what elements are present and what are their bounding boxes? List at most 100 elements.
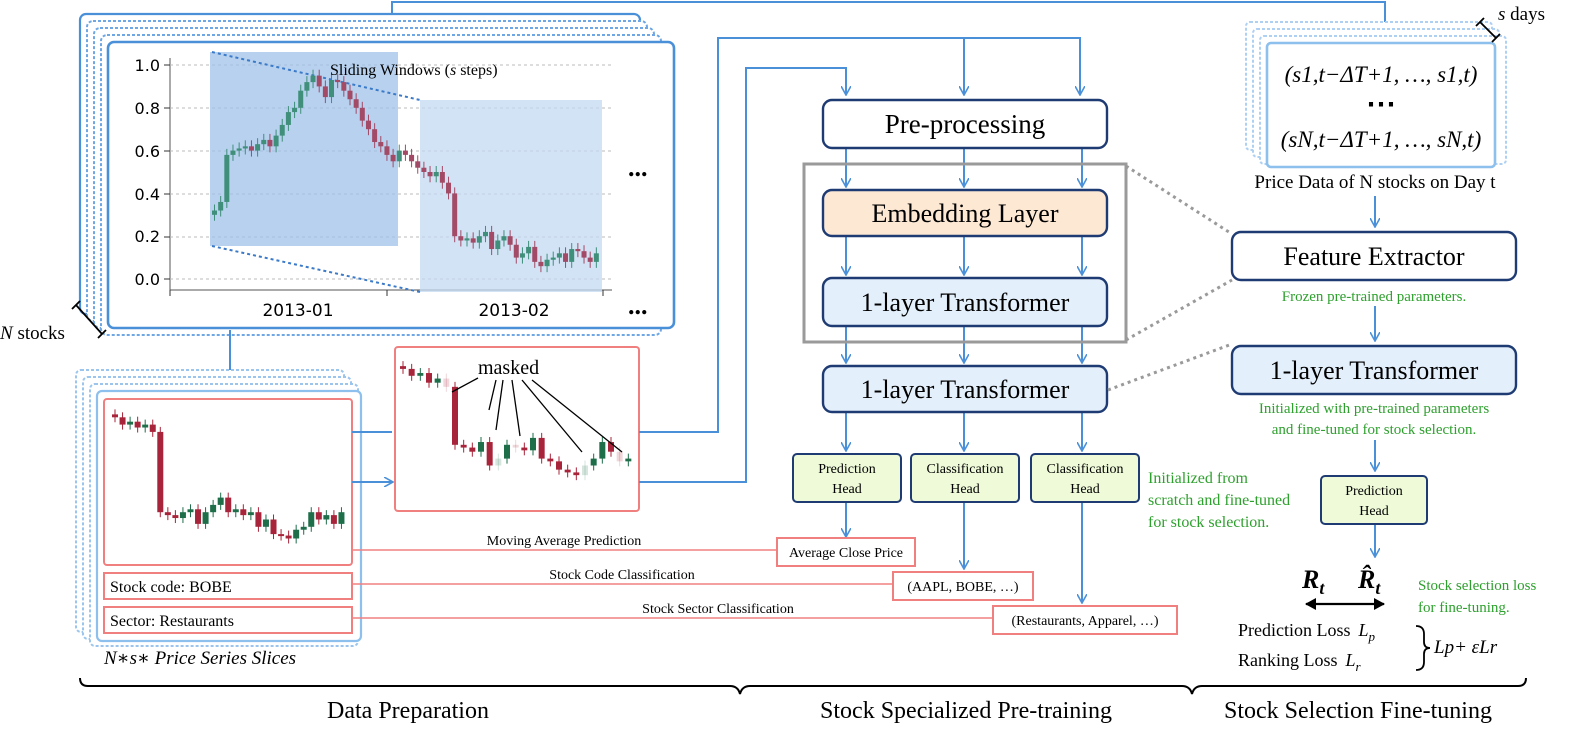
ft-transformer-box	[1230, 344, 1518, 396]
candle-body	[569, 249, 575, 262]
candle-body	[236, 148, 242, 151]
classification-head-box-1	[910, 453, 1020, 503]
candle-body	[390, 154, 396, 162]
candlesticks-masked	[400, 361, 632, 481]
candle-body	[433, 172, 439, 177]
candle-body	[323, 515, 330, 520]
y-tick-label: 0.2	[135, 227, 160, 246]
init-note-line: and fine-tuned for stock selection.	[1272, 422, 1477, 438]
frozen-note: Frozen pre-trained parameters.	[1282, 289, 1467, 305]
routing-lines	[391, 1, 1385, 602]
candle-body	[240, 509, 247, 516]
candle-body	[417, 373, 424, 376]
head-note-line: Initialized from	[1148, 470, 1249, 487]
candle-body	[347, 90, 353, 100]
candle-body	[409, 154, 415, 162]
y-tick-label: 0.0	[135, 270, 160, 289]
candle-body	[112, 414, 118, 418]
candle-body	[504, 444, 510, 459]
price-data-stack	[1245, 21, 1507, 169]
candle-body	[550, 257, 556, 260]
candle-body	[378, 142, 384, 147]
candle-body	[587, 257, 593, 262]
candle-body	[230, 150, 236, 155]
candle-body	[210, 504, 217, 513]
embedding-layer-box	[821, 188, 1109, 238]
price-data-caption: Price Data of N stocks on Day t	[1254, 172, 1496, 193]
candle-body	[519, 253, 525, 258]
candle-body	[575, 249, 581, 252]
candle-body	[365, 120, 371, 130]
candle-body	[434, 378, 441, 383]
candle-body	[315, 512, 322, 520]
candle-body	[608, 442, 614, 452]
candlesticks-main	[212, 69, 599, 273]
sliding-window-2	[420, 100, 602, 292]
candle-body	[427, 172, 433, 177]
candle-body	[224, 154, 230, 202]
candle-body	[172, 515, 179, 519]
candle-body	[538, 437, 545, 459]
loss-note-line: for fine-tuning.	[1418, 600, 1510, 616]
candle-body	[262, 519, 269, 527]
section-pretraining: Stock Specialized Pre-training	[820, 698, 1112, 724]
price-row-first: (s1,t−ΔT+1, …, s1,t)	[1285, 62, 1478, 87]
loss-brace	[1415, 625, 1431, 671]
target-text: (AAPL, BOBE, …)	[907, 580, 1019, 595]
candle-body	[372, 129, 378, 143]
classification-head-label: Classification	[1047, 462, 1124, 477]
candle-body	[384, 146, 390, 155]
candle-body	[142, 424, 149, 428]
transformer-outer-box	[821, 364, 1109, 414]
candle-body	[164, 512, 171, 516]
target-text: (Restaurants, Apparel, …)	[1012, 614, 1159, 629]
n-stocks-label: N stocks	[0, 323, 65, 344]
candle-body	[470, 238, 476, 243]
candle-body	[202, 512, 209, 524]
candle-body	[593, 253, 599, 262]
x-tick-label: 2013-02	[478, 301, 549, 321]
price-data-panel	[1265, 41, 1497, 169]
candle-body	[616, 451, 623, 462]
prediction-head-label: Head	[832, 482, 862, 497]
candle-body	[452, 193, 458, 237]
gray-connectors	[1107, 164, 1233, 392]
candle-body	[460, 444, 467, 448]
candle-body	[304, 82, 310, 91]
candle-body	[217, 497, 224, 505]
candle-body	[248, 146, 254, 151]
candle-body	[267, 139, 273, 147]
s-days-bracket	[1475, 17, 1501, 43]
candle-body	[359, 107, 365, 121]
candle-body	[452, 386, 458, 445]
candle-body	[293, 529, 300, 539]
ellipsis-right: ...	[628, 153, 648, 182]
preprocessing-label: Pre-processing	[885, 109, 1045, 139]
candle-body	[544, 259, 550, 267]
candle-body	[278, 534, 285, 537]
candle-body	[298, 90, 304, 108]
sliding-windows-label: Sliding Windows (s steps)	[330, 62, 498, 79]
candle-body	[400, 366, 406, 369]
candle-body	[195, 509, 202, 524]
candle-body	[179, 512, 186, 519]
prediction-head-box	[792, 453, 902, 503]
feature-extractor-group	[802, 162, 1128, 344]
combined-loss: Lp+ εLr	[1433, 637, 1498, 658]
transformer-inner-box	[821, 276, 1109, 328]
stock-code-text: Stock code: BOBE	[110, 579, 232, 596]
candle-body	[501, 236, 507, 241]
candle-body	[255, 144, 261, 151]
candle-body	[573, 472, 580, 476]
y-tick-label: 0.4	[135, 185, 160, 204]
classification-head-label: Head	[950, 482, 980, 497]
embedding-layer-label: Embedding Layer	[872, 199, 1059, 228]
candlesticks-slice	[112, 409, 345, 544]
candle-body	[526, 246, 532, 254]
candle-body	[273, 135, 279, 147]
candle-body	[547, 458, 554, 462]
candle-body	[556, 461, 562, 470]
task-name: Stock Code Classification	[549, 568, 694, 583]
